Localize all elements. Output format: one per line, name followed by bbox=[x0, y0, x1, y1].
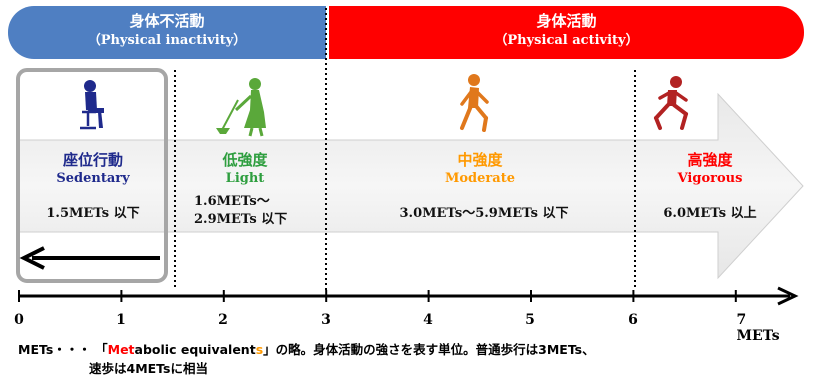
light-range-line1: 1.6METs～ bbox=[194, 194, 270, 209]
light-jp: 低強度 bbox=[222, 151, 268, 169]
vigorous-range: 6.0METs 以上 bbox=[663, 206, 757, 221]
tick-label-0: 0 bbox=[14, 312, 24, 328]
vigorous-en: Vigorous bbox=[677, 171, 743, 186]
light-range-line2: 2.9METs 以下 bbox=[194, 212, 288, 227]
note-s: s bbox=[255, 342, 264, 357]
tick-label-5: 5 bbox=[525, 312, 535, 328]
physical-activity-en: （Physical activity） bbox=[494, 33, 639, 48]
note-suffix: 」の略。身体活動の強さを表す単位。普通歩行は3METs、 bbox=[263, 342, 595, 357]
light-range: 1.6METs～ 2.9METs 以下 bbox=[194, 193, 324, 229]
level-light: 低強度 Light bbox=[190, 150, 300, 188]
sedentary-range: 1.5METs 以下 bbox=[46, 206, 140, 221]
sitting-person-icon bbox=[80, 80, 104, 130]
tick-label-2: 2 bbox=[218, 312, 228, 328]
tick-label-6: 6 bbox=[628, 312, 638, 328]
mets-footnote: METs・・・ 「Metabolic equivalents」の略。身体活動の強… bbox=[18, 340, 808, 378]
walking-person-icon bbox=[460, 74, 489, 132]
tick-label-1: 1 bbox=[116, 312, 126, 328]
physical-inactivity-en: （Physical inactivity） bbox=[87, 33, 247, 48]
level-sedentary: 座位行動 Sedentary bbox=[18, 150, 168, 188]
light-en: Light bbox=[225, 171, 265, 186]
vigorous-jp: 高強度 bbox=[687, 151, 733, 169]
tick-label-4: 4 bbox=[423, 312, 433, 328]
physical-activity-header: 身体活動 （Physical activity） bbox=[329, 6, 804, 59]
note-prefix: METs・・・ 「 bbox=[18, 342, 108, 357]
sedentary-en: Sedentary bbox=[56, 171, 130, 186]
moderate-jp: 中強度 bbox=[457, 151, 503, 169]
running-person-icon bbox=[654, 76, 688, 130]
left-arrow-icon bbox=[19, 246, 160, 270]
sedentary-jp: 座位行動 bbox=[62, 151, 123, 169]
sedentary-box bbox=[16, 68, 168, 283]
moderate-en: Moderate bbox=[445, 171, 515, 186]
physical-inactivity-jp: 身体不活動 bbox=[129, 12, 205, 30]
level-moderate: 中強度 Moderate bbox=[400, 150, 560, 188]
note-abolic: abolic equivalent bbox=[134, 342, 256, 357]
level-vigorous: 高強度 Vigorous bbox=[650, 150, 770, 188]
note-line2: 速歩は4METsに相当 bbox=[89, 361, 208, 376]
intensity-arrow bbox=[17, 92, 804, 280]
mets-axis bbox=[18, 286, 799, 306]
moderate-range: 3.0METs～5.9METs 以下 bbox=[399, 206, 569, 221]
physical-activity-jp: 身体活動 bbox=[536, 12, 597, 30]
note-met: Met bbox=[107, 342, 135, 357]
tick-label-7: 7 METs bbox=[736, 312, 780, 344]
physical-inactivity-header: 身体不活動 （Physical inactivity） bbox=[8, 6, 326, 59]
sweeping-person-icon bbox=[216, 78, 266, 137]
tick-label-3: 3 bbox=[321, 312, 331, 328]
